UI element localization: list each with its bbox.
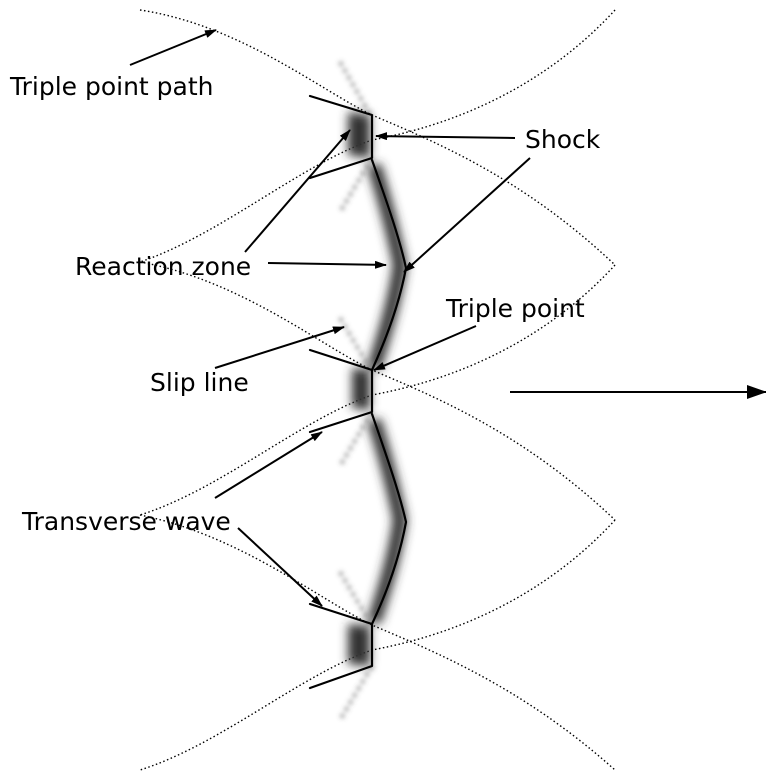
slip-line-arrow xyxy=(214,326,345,369)
reaction-zone-arrow-2 xyxy=(267,260,387,269)
slip-lines xyxy=(338,61,374,722)
transverse-wave-arrow-2 xyxy=(237,527,323,607)
label-transverse-wave: Transverse wave xyxy=(21,507,231,536)
label-triple-point: Triple point xyxy=(445,294,585,323)
triple-point-arrow xyxy=(373,325,477,371)
triple-point-path-arrow xyxy=(129,29,217,66)
label-shock: Shock xyxy=(525,125,601,154)
shock-arrow-1 xyxy=(375,132,516,141)
label-reaction-zone: Reaction zone xyxy=(75,252,251,281)
transverse-wave-arrow-1 xyxy=(214,431,323,499)
reaction-zone-shading xyxy=(348,112,408,666)
label-slip-line: Slip line xyxy=(150,368,249,397)
label-arrows xyxy=(129,29,531,607)
shock-arrow-2 xyxy=(403,157,531,273)
label-triple-point-path: Triple point path xyxy=(9,72,214,101)
reaction-zone-arrow-1 xyxy=(244,129,351,253)
labels: Triple point path Shock Reaction zone Tr… xyxy=(9,72,601,536)
